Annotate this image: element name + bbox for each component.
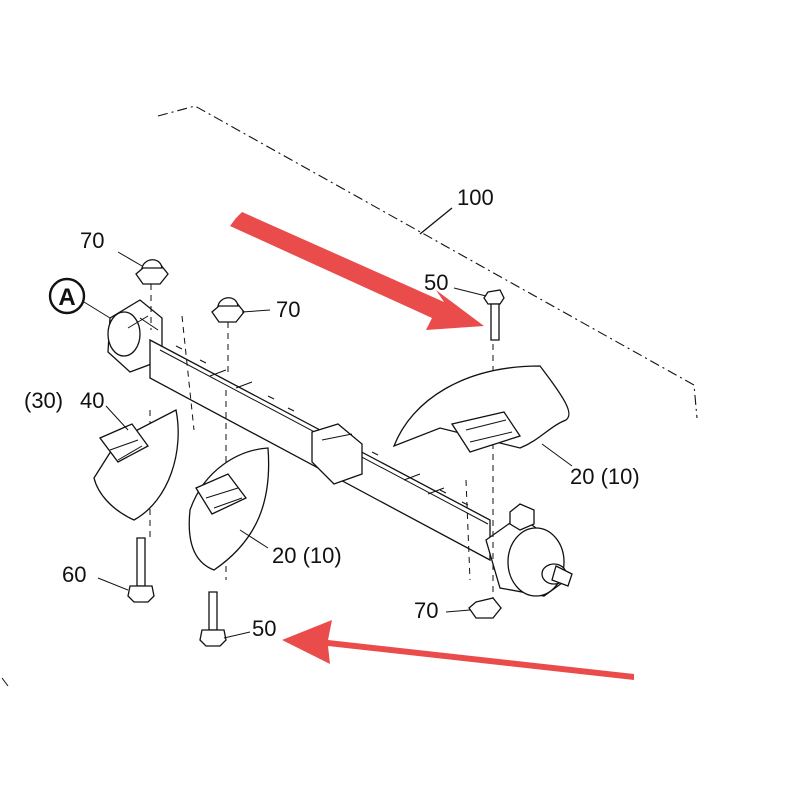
blade-center	[188, 447, 270, 571]
nut-top-left	[117, 251, 169, 285]
nut-callout-mid: 70	[276, 297, 300, 322]
blade-right	[392, 365, 570, 453]
bolt-left	[97, 537, 155, 603]
view-marker-label: A	[58, 284, 75, 311]
rotor-shaft	[107, 299, 573, 597]
blade-ref-callout: (30)	[24, 388, 63, 413]
hex-nut-icon	[211, 297, 245, 323]
view-marker-icon	[48, 277, 86, 315]
nut-callout-top-left: 70	[80, 228, 104, 253]
bolt-callout-top: 50	[424, 270, 448, 295]
blade-center-callout: 20 (10)	[272, 543, 342, 568]
bolt-bottom	[199, 591, 251, 647]
bolt-callout-left: 60	[62, 562, 86, 587]
hex-bolt-icon	[127, 537, 155, 603]
hex-nut-icon	[135, 259, 169, 285]
blade-part-callout: 40	[80, 388, 104, 413]
blade-right-callout: 20 (10)	[570, 464, 640, 489]
nut-callout-bottom-right: 70	[414, 598, 438, 623]
hex-bolt-icon	[199, 591, 227, 647]
hex-bolt-icon	[483, 289, 505, 341]
red-pointer-arrow-icon	[282, 620, 634, 680]
blade-left	[93, 409, 179, 521]
view-marker	[48, 277, 111, 319]
assembly-outline	[157, 105, 698, 419]
bolt-top	[453, 287, 505, 341]
red-arrow-top	[230, 212, 484, 330]
red-arrow-bottom	[282, 620, 634, 680]
hex-nut-icon	[468, 597, 502, 619]
nut-mid	[211, 297, 271, 323]
red-pointer-arrow-icon	[230, 212, 484, 330]
assembly-callout: 100	[457, 185, 494, 210]
bolt-callout-bottom: 50	[252, 616, 276, 641]
nut-bottom-right	[445, 597, 502, 619]
